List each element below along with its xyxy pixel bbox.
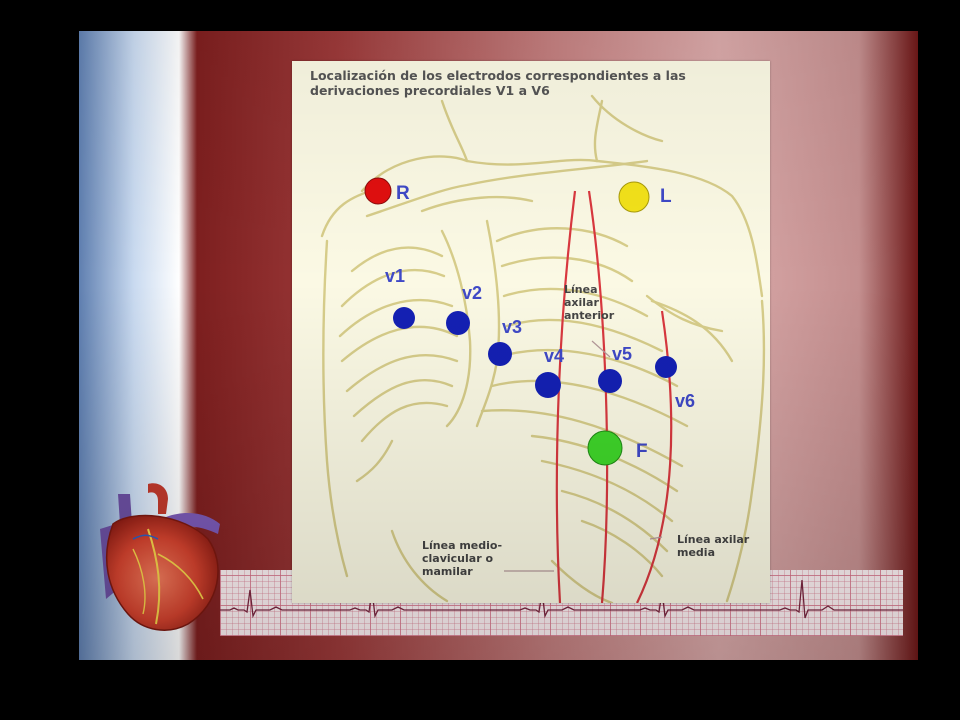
electrode-v6 bbox=[655, 356, 677, 378]
electrode-v4 bbox=[535, 372, 561, 398]
electrode-v5 bbox=[598, 369, 622, 393]
note-axilar-media: Línea axilar media bbox=[677, 533, 750, 559]
slide-background: Localización de los electrodos correspon… bbox=[79, 31, 918, 660]
title-line-2: derivaciones precordiales V1 a V6 bbox=[310, 83, 550, 98]
title-line-1: Localización de los electrodos correspon… bbox=[310, 68, 686, 83]
torso-drawing bbox=[320, 94, 766, 603]
label-v2: v2 bbox=[462, 283, 483, 303]
label-F: F bbox=[636, 441, 648, 462]
electrode-F bbox=[587, 430, 623, 466]
electrode-R bbox=[364, 177, 392, 205]
electrode-v3 bbox=[488, 342, 512, 366]
diagram-title: Localización de los electrodos correspon… bbox=[310, 68, 686, 98]
electrode-v2 bbox=[446, 311, 470, 335]
label-v6: v6 bbox=[675, 391, 696, 411]
electrode-diagram-panel: Localización de los electrodos correspon… bbox=[292, 61, 770, 603]
label-v5: v5 bbox=[612, 344, 633, 364]
note-medio-clavicular: Línea medio- clavicular o mamilar bbox=[422, 539, 503, 578]
label-R: R bbox=[396, 183, 410, 204]
electrode-L bbox=[618, 181, 650, 213]
label-v3: v3 bbox=[502, 317, 523, 337]
label-v4: v4 bbox=[544, 346, 565, 366]
label-L: L bbox=[660, 186, 672, 207]
electrode-v1 bbox=[393, 307, 415, 329]
linea-medio-clavicular bbox=[555, 190, 577, 603]
label-v1: v1 bbox=[385, 266, 406, 286]
heart-illustration bbox=[100, 483, 220, 631]
note-axilar-anterior: Línea axilar anterior bbox=[564, 283, 615, 322]
linea-axilar-media bbox=[636, 310, 673, 603]
linea-axilar-anterior bbox=[587, 190, 609, 603]
